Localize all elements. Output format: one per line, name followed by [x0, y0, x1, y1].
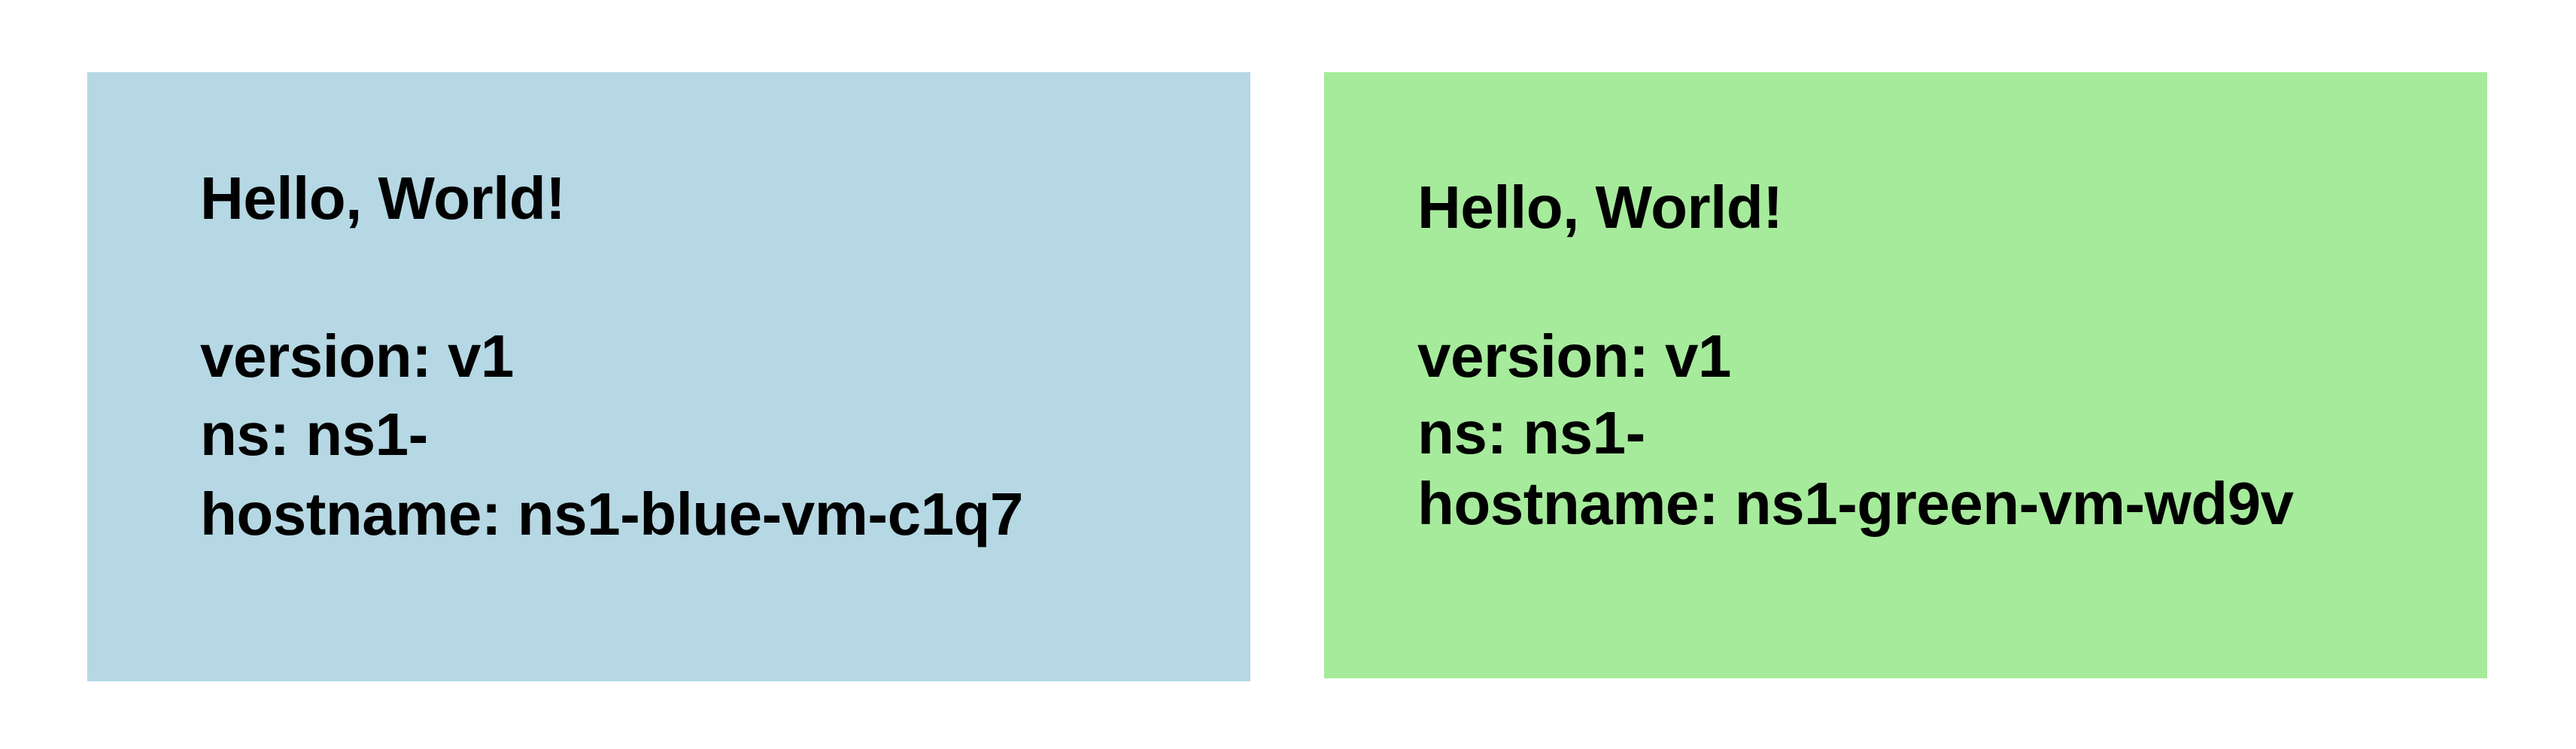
hostname-text: hostname: ns1-blue-vm-c1q7 — [200, 481, 1023, 547]
namespace-text: ns: ns1- — [200, 401, 428, 468]
version-text: version: v1 — [1417, 323, 1731, 390]
version-text: version: v1 — [200, 323, 514, 390]
green-response-panel: Hello, World! version: v1 ns: ns1- hostn… — [1324, 72, 2487, 678]
greeting-text: Hello, World! — [1417, 174, 1783, 241]
hostname-text: hostname: ns1-green-vm-wd9v — [1417, 470, 2294, 537]
namespace-text: ns: ns1- — [1417, 399, 1645, 466]
greeting-text: Hello, World! — [200, 165, 566, 232]
blue-response-panel: Hello, World! version: v1 ns: ns1- hostn… — [87, 72, 1250, 681]
